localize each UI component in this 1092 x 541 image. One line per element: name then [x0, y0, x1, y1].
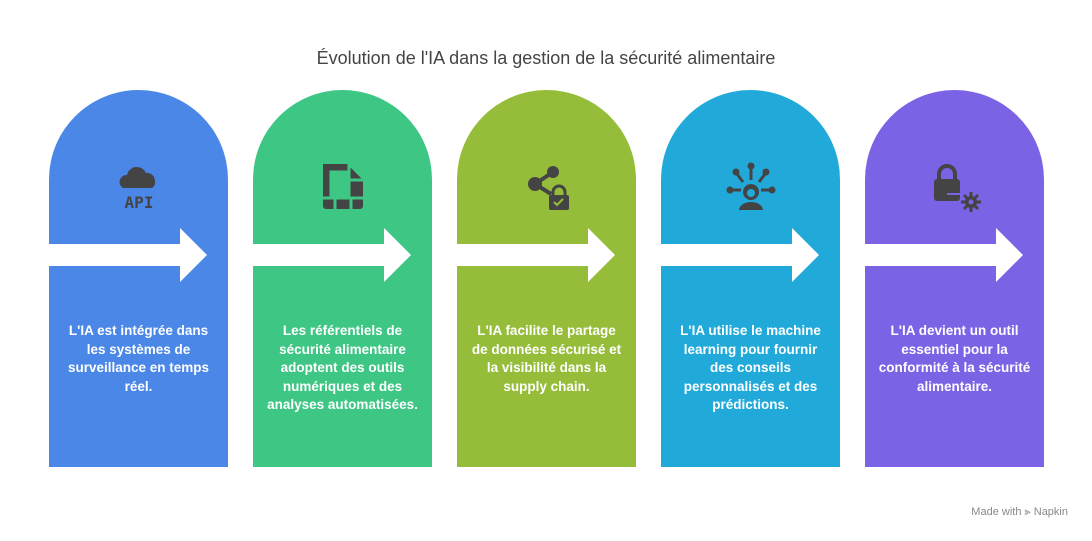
napkin-watermark: Made with ⫸ Napkin: [971, 506, 1068, 518]
step-text: L'IA devient un outil essentiel pour la …: [878, 323, 1031, 394]
step-card-4: L'IA utilise le machine learning pour fo…: [661, 90, 840, 467]
document-grid-icon: [323, 164, 363, 210]
step-text: Les référentiels de sécurité alimentaire…: [267, 323, 418, 412]
svg-text:API: API: [125, 193, 154, 212]
share-lock-icon: [528, 166, 569, 210]
cloud-api-icon: API: [119, 166, 156, 212]
step-text: L'IA facilite le partage de données sécu…: [471, 323, 622, 394]
step-card-3: L'IA facilite le partage de données sécu…: [457, 90, 636, 467]
step-text: L'IA est intégrée dans les systèmes de s…: [67, 323, 210, 394]
arrow-right-icon: [49, 228, 207, 282]
lock-gear-icon: [934, 164, 981, 212]
step-text: L'IA utilise le machine learning pour fo…: [680, 323, 821, 412]
step-card-2: Les référentiels de sécurité alimentaire…: [253, 90, 432, 467]
diagram-title: Évolution de l'IA dans la gestion de la …: [316, 48, 776, 68]
person-network-icon: [726, 162, 776, 210]
arrow-right-icon: [661, 228, 819, 282]
arrow-right-icon: [253, 228, 411, 282]
arrow-right-icon: [865, 228, 1023, 282]
step-card-5: L'IA devient un outil essentiel pour la …: [865, 90, 1044, 467]
step-card-1: API L'IA est intégrée dans les systèmes …: [49, 90, 228, 467]
arrow-right-icon: [457, 228, 615, 282]
